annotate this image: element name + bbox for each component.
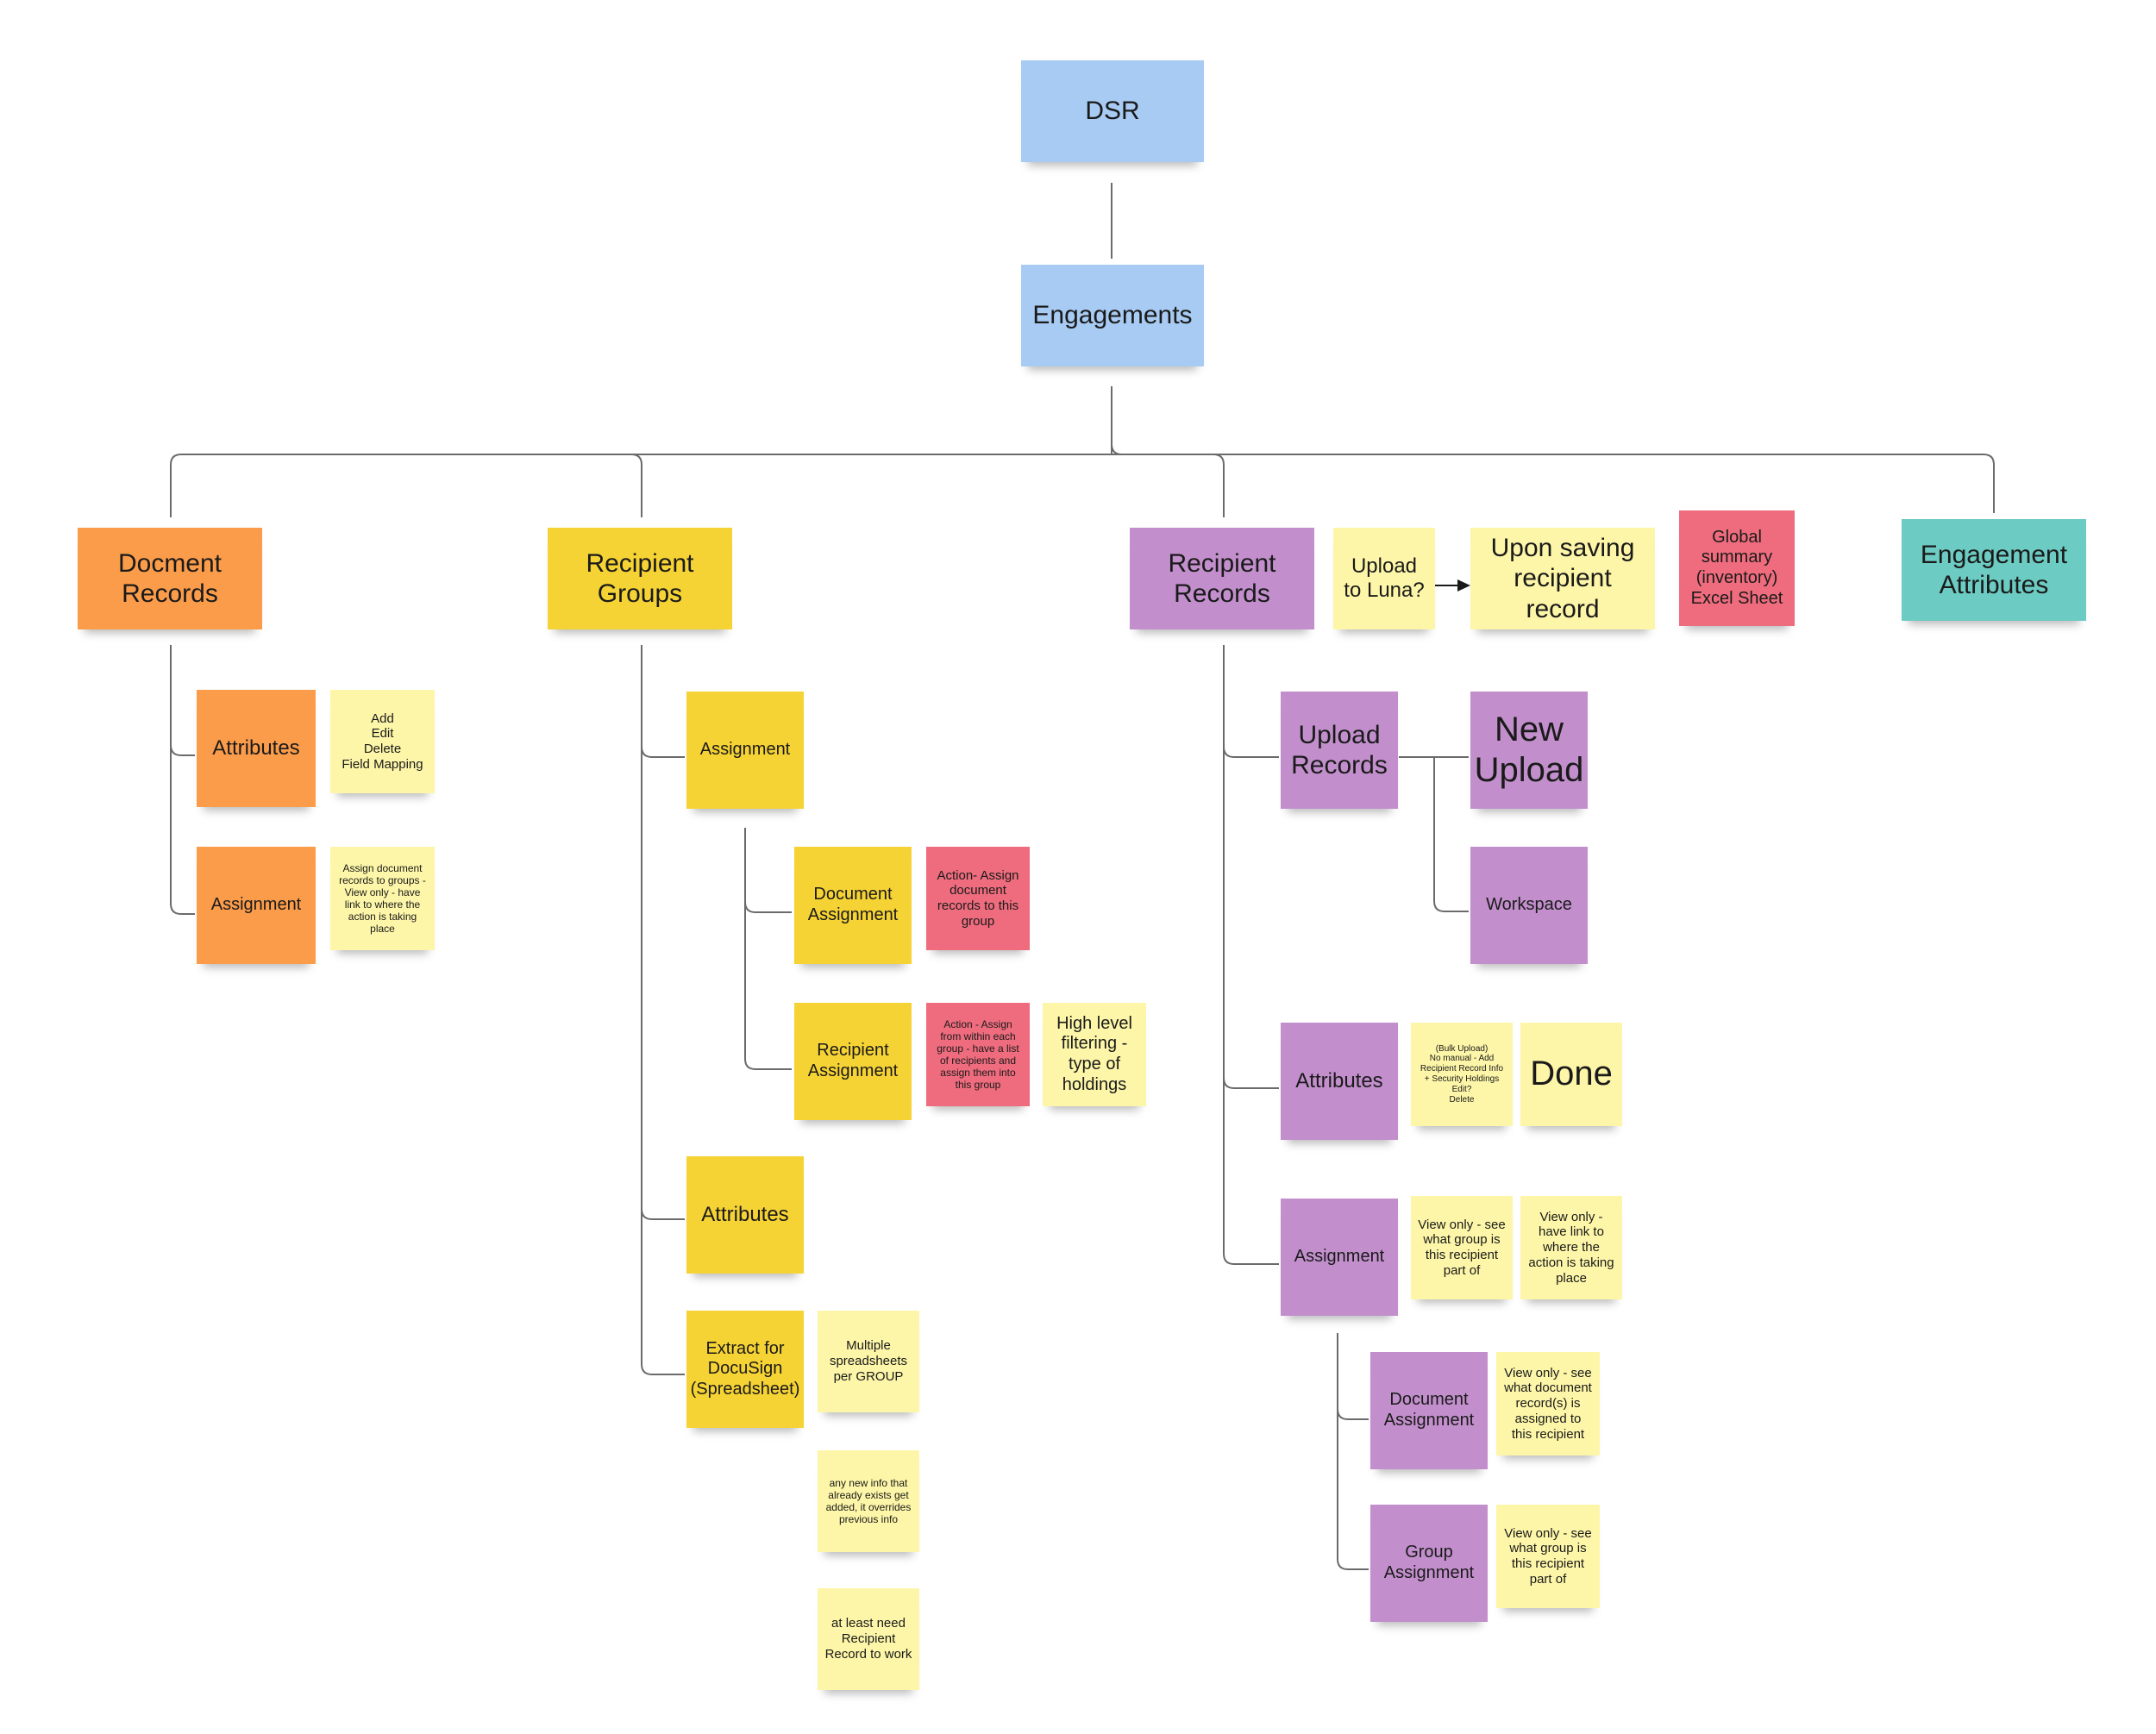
rr-group-assignment-detail-note[interactable]: View only - see what group is this recip… [1496, 1505, 1600, 1608]
recipient-groups-note[interactable]: Recipient Groups [548, 528, 732, 629]
connector-rr-trunk [1223, 645, 1279, 1265]
rg-doc-assignment-note[interactable]: Document Assignment [794, 847, 912, 964]
rg-attributes-label: Attributes [701, 1202, 789, 1226]
connector-rg-trunk [641, 645, 685, 1375]
rg-recipient-assignment-label: Recipient Assignment [807, 1041, 899, 1080]
rr-doc-assignment-label: Document Assignment [1383, 1390, 1475, 1430]
rg-recipient-assignment-note[interactable]: Recipient Assignment [794, 1003, 912, 1120]
dsr-label: DSR [1085, 97, 1140, 126]
doc-attributes-note[interactable]: Attributes [197, 690, 316, 807]
rg-doc-assignment-label: Document Assignment [807, 885, 899, 924]
rg-assignment-label: Assignment [699, 740, 791, 760]
rg-assignment-note[interactable]: Assignment [686, 692, 804, 809]
rg-doc-assignment-action-note[interactable]: Action- Assign document records to this … [926, 847, 1030, 950]
rg-doc-assignment-action-label: Action- Assign document records to this … [937, 867, 1019, 929]
rr-new-upload-label: New Upload [1474, 710, 1584, 789]
rg-recipient-assignment-filter-label: High level filtering - type of holdings [1056, 1013, 1132, 1094]
rr-attributes-detail-label: (Bulk Upload) No manual - Add Recipient … [1420, 1043, 1504, 1105]
engagements-label: Engagements [1032, 301, 1193, 330]
rg-extract-label: Extract for DocuSign (Spreadsheet) [690, 1338, 800, 1399]
rg-recipient-assignment-action-note[interactable]: Action - Assign from within each group -… [926, 1003, 1030, 1106]
doc-assignment-label: Assignment [210, 895, 302, 915]
rr-new-upload-note[interactable]: New Upload [1470, 692, 1588, 809]
upon-saving-note[interactable]: Upon saving recipient record [1470, 528, 1655, 629]
engagement-attributes-label: Engagement Attributes [1920, 540, 2068, 599]
rr-group-assignment-note[interactable]: Group Assignment [1370, 1505, 1488, 1622]
connector-rg-attributes [641, 1208, 685, 1220]
connector-doc-trunk [170, 645, 195, 915]
rr-doc-assignment-note[interactable]: Document Assignment [1370, 1352, 1488, 1469]
doc-assignment-detail-note[interactable]: Assign document records to groups - View… [330, 847, 435, 950]
upload-to-luna-note[interactable]: Upload to Luna? [1333, 528, 1435, 629]
engagements-note[interactable]: Engagements [1021, 265, 1204, 366]
rg-extract-detail-2-note[interactable]: any new info that already exists get add… [818, 1450, 919, 1552]
doc-attributes-detail-note[interactable]: Add Edit Delete Field Mapping [330, 690, 435, 793]
rr-attributes-status-label: Done [1530, 1055, 1613, 1093]
rr-workspace-note[interactable]: Workspace [1470, 847, 1588, 964]
recipient-groups-label: Recipient Groups [586, 548, 694, 608]
rr-assignment-note[interactable]: Assignment [1281, 1199, 1398, 1316]
connector-doc-attributes [170, 744, 195, 756]
rg-recipient-assignment-action-label: Action - Assign from within each group -… [937, 1017, 1019, 1092]
doc-attributes-detail-label: Add Edit Delete Field Mapping [342, 711, 423, 772]
document-records-label: Docment Records [117, 548, 222, 608]
rg-extract-detail-3-note[interactable]: at least need Recipient Record to work [818, 1588, 919, 1690]
rg-extract-note[interactable]: Extract for DocuSign (Spreadsheet) [686, 1311, 804, 1428]
connector-rg-assignment [641, 746, 685, 758]
engagement-attributes-note[interactable]: Engagement Attributes [1902, 519, 2086, 621]
rg-attributes-note[interactable]: Attributes [686, 1156, 804, 1274]
connector-arrowhead [1457, 579, 1470, 592]
rr-doc-assignment-detail-label: View only - see what document record(s) … [1504, 1365, 1592, 1442]
rr-group-assignment-detail-label: View only - see what group is this recip… [1504, 1525, 1592, 1587]
rr-doc-assignment-detail-note[interactable]: View only - see what document record(s) … [1496, 1352, 1600, 1455]
connector-rg-doc-assignment [744, 901, 792, 913]
connector-rr-upload [1223, 746, 1279, 758]
global-summary-label: Global summary (inventory) Excel Sheet [1690, 527, 1783, 608]
doc-assignment-note[interactable]: Assignment [197, 847, 316, 964]
rr-assignment-detail-1-note[interactable]: View only - see what group is this recip… [1411, 1196, 1513, 1299]
document-records-note[interactable]: Docment Records [78, 528, 262, 629]
connector-rg-assign-trunk [744, 828, 792, 1070]
rr-assignment-label: Assignment [1294, 1247, 1385, 1267]
rg-extract-detail-1-label: Multiple spreadsheets per GROUP [829, 1338, 908, 1384]
rr-attributes-status-note[interactable]: Done [1520, 1023, 1622, 1126]
rr-assignment-detail-2-note[interactable]: View only - have link to where the actio… [1520, 1196, 1622, 1299]
rr-attributes-label: Attributes [1295, 1068, 1383, 1092]
rr-upload-records-label: Upload Records [1291, 720, 1388, 779]
rr-workspace-label: Workspace [1486, 895, 1572, 915]
upload-to-luna-label: Upload to Luna? [1344, 554, 1425, 602]
rr-group-assignment-label: Group Assignment [1383, 1543, 1475, 1582]
connector-to-engagement-attributes [1983, 454, 1995, 513]
connector-to-recipient-records [1213, 454, 1225, 517]
connector-engagements-bus [1111, 386, 1123, 455]
rr-attributes-note[interactable]: Attributes [1281, 1023, 1398, 1140]
rg-extract-detail-1-note[interactable]: Multiple spreadsheets per GROUP [818, 1311, 919, 1412]
rg-recipient-assignment-filter-note[interactable]: High level filtering - type of holdings [1043, 1003, 1146, 1106]
connector-upload-workspace [1433, 757, 1469, 912]
global-summary-note[interactable]: Global summary (inventory) Excel Sheet [1679, 510, 1795, 626]
recipient-records-label: Recipient Records [1168, 548, 1276, 608]
connector-to-document-records [170, 454, 182, 517]
rg-extract-detail-3-label: at least need Recipient Record to work [824, 1616, 912, 1662]
connector-rr-doc-assignment [1337, 1408, 1369, 1420]
dsr-note[interactable]: DSR [1021, 60, 1204, 162]
doc-attributes-label: Attributes [212, 736, 300, 760]
doc-assignment-detail-label: Assign document records to groups - View… [339, 861, 426, 936]
upon-saving-label: Upon saving recipient record [1490, 533, 1635, 623]
connector-to-recipient-groups [630, 454, 642, 517]
rr-assignment-detail-2-label: View only - have link to where the actio… [1528, 1209, 1614, 1286]
rr-assignment-detail-1-label: View only - see what group is this recip… [1418, 1217, 1506, 1278]
rr-attributes-detail-note[interactable]: (Bulk Upload) No manual - Add Recipient … [1411, 1023, 1513, 1126]
connector-rr-attributes [1223, 1077, 1279, 1089]
rg-extract-detail-2-label: any new info that already exists get add… [825, 1476, 912, 1526]
connector-rr-assign-trunk [1337, 1333, 1369, 1570]
recipient-records-note[interactable]: Recipient Records [1130, 528, 1314, 629]
rr-upload-records-note[interactable]: Upload Records [1281, 692, 1398, 809]
